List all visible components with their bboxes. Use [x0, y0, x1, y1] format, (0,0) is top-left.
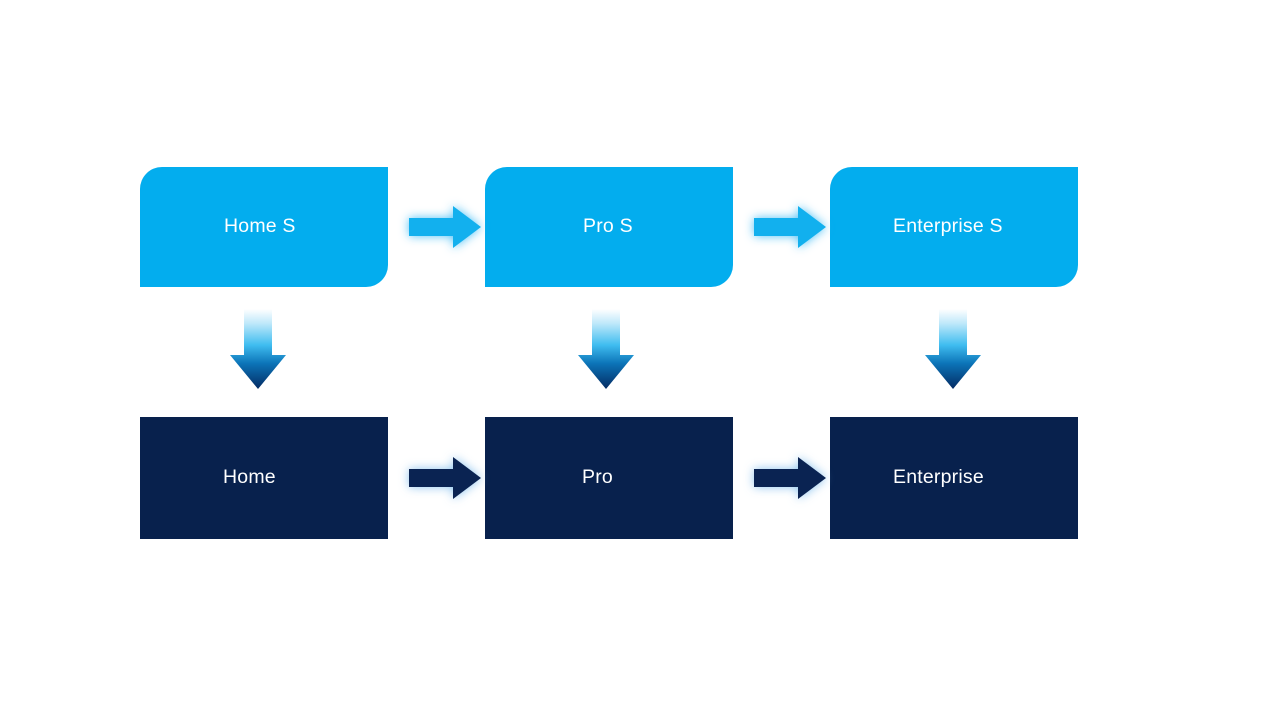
node-home-s-label: Home S — [224, 215, 296, 238]
node-pro-s-label: Pro S — [583, 215, 633, 238]
arrow-pro-to-enterprise — [754, 457, 826, 499]
arrow-pro-s-to-enterprise-s — [754, 206, 826, 248]
node-home-label: Home — [223, 466, 276, 489]
arrow-pro-s-to-pro — [578, 309, 634, 389]
node-enterprise-s-label: Enterprise S — [893, 215, 1003, 238]
arrow-enterprise-s-to-enterprise — [925, 309, 981, 389]
node-pro[interactable]: Pro — [485, 417, 733, 539]
node-home-s[interactable]: Home S — [140, 167, 388, 287]
node-home[interactable]: Home — [140, 417, 388, 539]
node-enterprise-s[interactable]: Enterprise S — [830, 167, 1078, 287]
arrow-home-s-to-home — [230, 309, 286, 389]
node-enterprise[interactable]: Enterprise — [830, 417, 1078, 539]
node-pro-s[interactable]: Pro S — [485, 167, 733, 287]
arrow-home-to-pro — [409, 457, 481, 499]
node-pro-label: Pro — [582, 466, 613, 489]
arrow-home-s-to-pro-s — [409, 206, 481, 248]
node-enterprise-label: Enterprise — [893, 466, 984, 489]
